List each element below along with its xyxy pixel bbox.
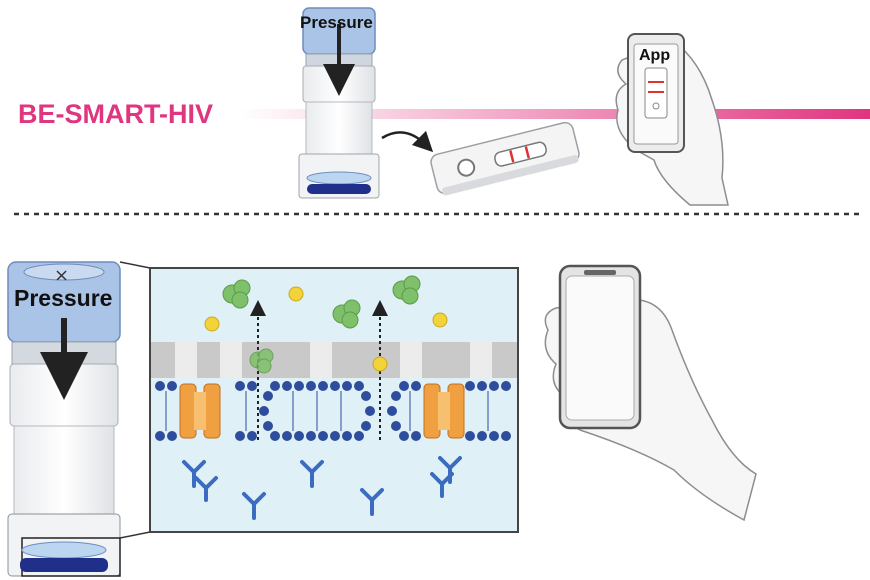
- filter-layer: [151, 342, 517, 378]
- zoom-line-bottom: [119, 531, 151, 539]
- curved-arrow-icon: [381, 130, 434, 153]
- smartphone-icon: App: [627, 33, 685, 153]
- device-small: Pressure: [298, 7, 380, 199]
- zoom-line-top: [119, 261, 151, 269]
- app-label: App: [639, 47, 670, 64]
- protein-channel: [423, 383, 465, 439]
- device-large: ⨯ Pressure: [7, 261, 121, 577]
- pressure-label-top: Pressure: [300, 13, 373, 32]
- top-overview: BE-SMART-HIV Pressure: [18, 7, 870, 206]
- membrane-zoom-panel: [149, 267, 519, 533]
- virus-icon: [332, 299, 361, 329]
- smartphone-icon: [558, 264, 642, 430]
- particle-icon: [204, 286, 448, 372]
- test-strip-icon: [430, 121, 580, 196]
- lipid-bilayer: [155, 381, 511, 441]
- virus-icon: [249, 348, 274, 374]
- antibody-icon: [182, 456, 462, 520]
- lipid-tails: [165, 391, 489, 431]
- virus-icon: [392, 275, 421, 305]
- virus-icon: [222, 279, 251, 309]
- cap-cross-icon: ⨯: [54, 265, 69, 285]
- pressure-label-bottom: Pressure: [14, 285, 112, 311]
- protein-channel: [179, 383, 221, 439]
- brand-title: BE-SMART-HIV: [18, 99, 213, 129]
- brand-beam: [240, 109, 870, 119]
